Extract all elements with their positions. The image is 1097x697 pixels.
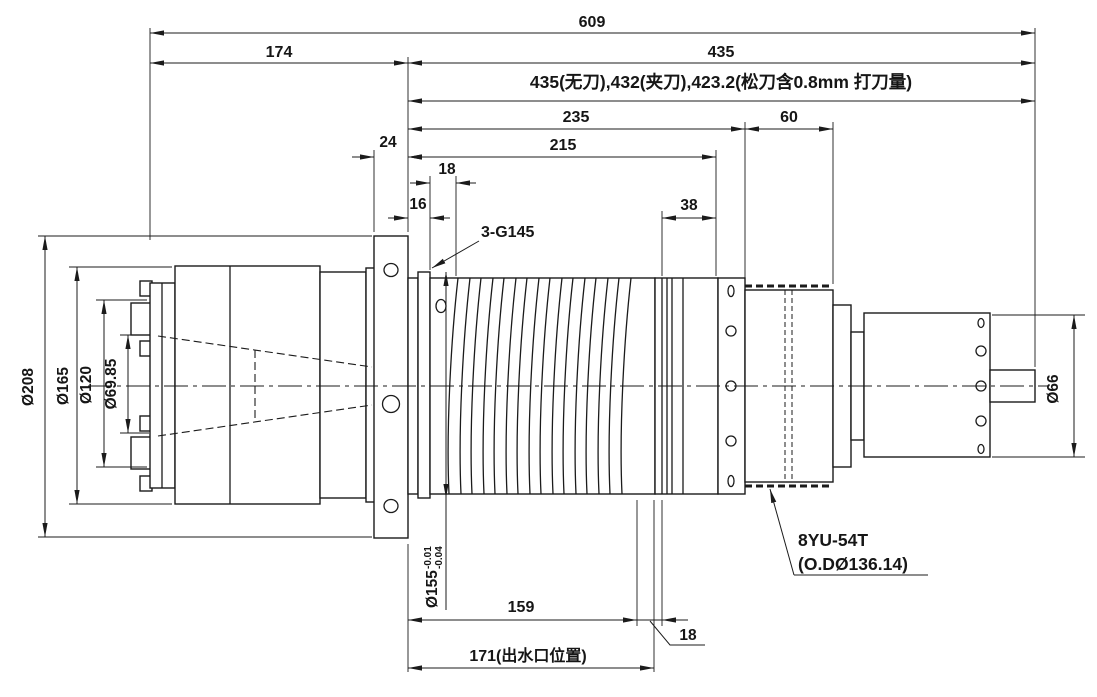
thread-leader <box>431 240 480 269</box>
gear-od: (O.DØ136.14) <box>798 554 908 574</box>
dimension-labels: 609 174 435 435(无刀),432(夹刀),423.2(松刀含0.8… <box>20 14 1062 665</box>
dia-spigot: Ø155 <box>424 570 441 608</box>
flange-slot-top <box>383 262 399 278</box>
extension-lines <box>38 28 1085 672</box>
flange-slot-bottom <box>383 498 399 514</box>
dia-spigot-tol-lower: -0.04 <box>434 546 445 569</box>
mounting-flange <box>373 235 409 539</box>
dim-18-bottom: 18 <box>679 627 697 644</box>
dim-16: 16 <box>409 196 427 213</box>
spindle-body <box>88 235 1048 539</box>
dim-215: 215 <box>550 137 577 154</box>
dimension-lines <box>42 30 1077 671</box>
gap18-leader <box>649 620 705 646</box>
thread-label: 3-G145 <box>481 224 534 241</box>
front-bearing-block <box>832 304 1036 468</box>
dia-spigot-tol-upper: -0.01 <box>423 546 434 569</box>
dim-38: 38 <box>680 197 698 214</box>
helical-ribs <box>447 277 632 495</box>
dim-rear: 174 <box>266 44 293 61</box>
dim-159: 159 <box>508 599 535 616</box>
dia-spigot-group: Ø155 -0.01 -0.04 <box>423 546 445 608</box>
spigot-boss <box>407 271 431 499</box>
dim-total: 609 <box>579 14 606 31</box>
water-note: 171(出水口位置) <box>469 646 586 665</box>
dia-nose: Ø66 <box>1045 374 1062 404</box>
dia-pilot: Ø69.85 <box>103 358 120 409</box>
gear-leader <box>769 488 795 576</box>
motor-housing <box>174 265 377 505</box>
dim-18-top: 18 <box>438 161 456 178</box>
dia-body: Ø165 <box>55 367 72 405</box>
dia-flange: Ø208 <box>20 368 37 406</box>
dim-60: 60 <box>780 109 798 126</box>
dim-front: 435 <box>708 44 735 61</box>
rear-endcap <box>149 282 176 489</box>
dim-front-note: 435(无刀),432(夹刀),423.2(松刀含0.8mm 打刀量) <box>530 72 912 92</box>
flange-hole-mid <box>381 394 401 414</box>
dim-235: 235 <box>563 109 590 126</box>
gear-model: 8YU-54T <box>798 530 868 550</box>
dia-bolt-circle: Ø120 <box>78 366 95 404</box>
dim-24: 24 <box>379 134 397 151</box>
